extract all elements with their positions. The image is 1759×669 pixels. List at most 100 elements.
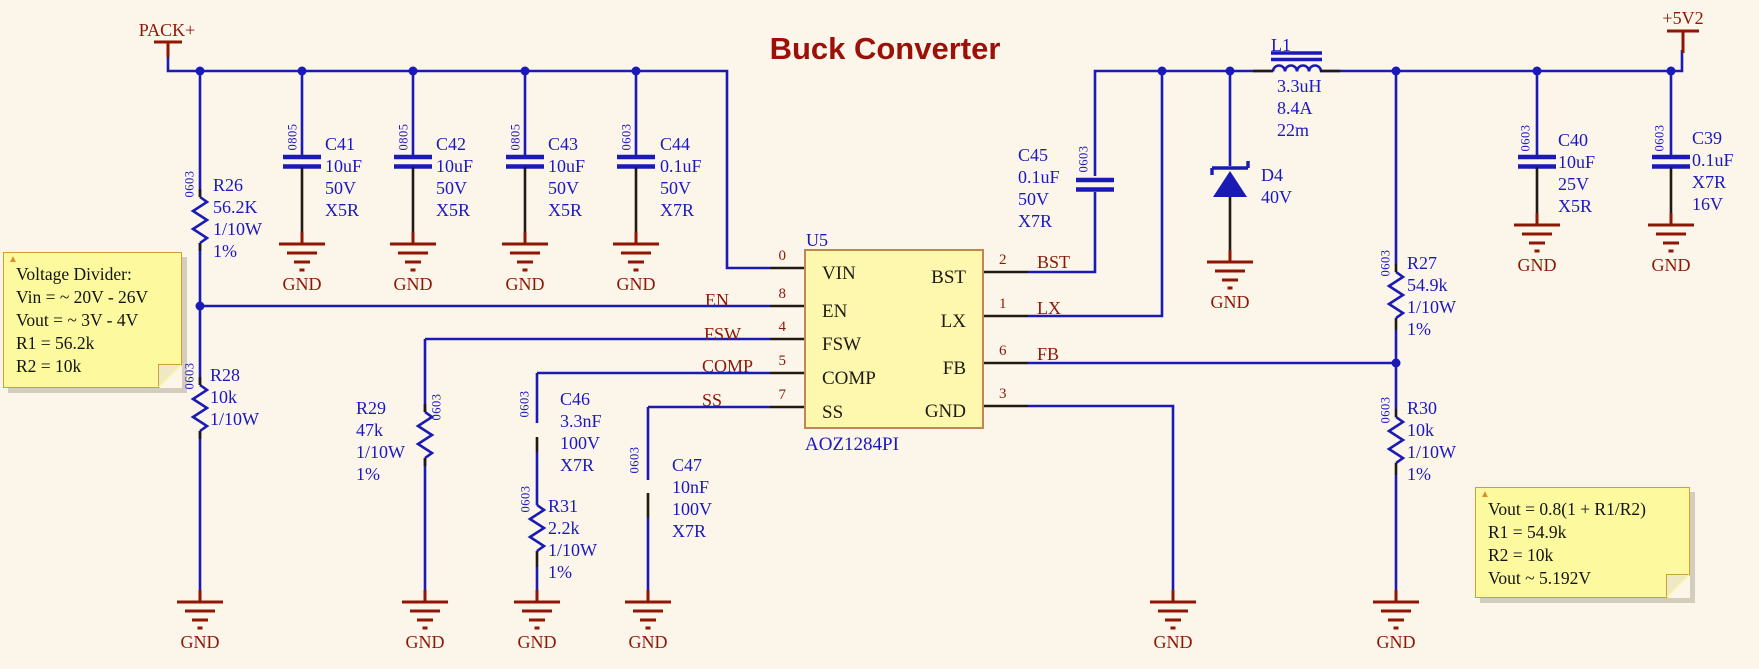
resistor-symbols (190, 195, 1406, 553)
component-label-line: X5R (1558, 196, 1593, 216)
component-label-line: 47k (356, 420, 383, 440)
component-label-line: C42 (436, 134, 467, 154)
footprint-label-r26: 0603 (182, 170, 197, 198)
junction-dots (195, 66, 1676, 368)
footprint-label-r28: 0603 (182, 362, 197, 390)
gnd-label: GND (517, 632, 557, 652)
component-label-line: 50V (1018, 189, 1049, 209)
note-line: Vout = 0.8(1 + R1/R2) (1488, 499, 1646, 519)
pin-number-8: 8 (778, 286, 787, 302)
component-label-line: 0.1uF (1692, 150, 1734, 170)
note-line: Vout ~ 5.192V (1488, 568, 1591, 588)
pin-name-right-lx: LX (940, 311, 966, 332)
component-label-line: 1/10W (548, 540, 597, 560)
pin-name-vin: VIN (822, 263, 856, 284)
net-label-fb: FB (1037, 344, 1060, 364)
net-label-fsw: FSW (704, 324, 742, 344)
component-label-line: R27 (1407, 253, 1438, 273)
component-label-line: D4 (1261, 165, 1283, 185)
component-label-line: 50V (436, 178, 467, 198)
component-label-line: 1% (356, 464, 380, 484)
component-label-line: X5R (325, 200, 360, 220)
component-label-line: R30 (1407, 398, 1438, 418)
footprint-label-r31: 0603 (518, 485, 533, 513)
component-label-line: 10uF (1558, 152, 1596, 172)
component-label-line: R31 (548, 496, 579, 516)
component-label-line: 10k (1407, 420, 1434, 440)
component-label-line: C39 (1692, 128, 1723, 148)
gnd-label: GND (628, 632, 668, 652)
component-label-line: 1/10W (356, 442, 405, 462)
component-label-l1-ref: L1 (1271, 34, 1291, 56)
net-label-comp: COMP (702, 356, 754, 376)
footprint-label-c47: 0603 (627, 446, 642, 474)
pin-name-fsw: FSW (822, 334, 862, 355)
component-label-line: 40V (1261, 187, 1292, 207)
component-label-line: 22m (1277, 120, 1310, 140)
component-label-line: X5R (436, 200, 471, 220)
power-port-symbols (154, 29, 1699, 57)
gnd-label: GND (405, 632, 445, 652)
pin-number-7: 7 (778, 387, 787, 403)
component-label-line: 50V (660, 178, 691, 198)
component-label-line: 56.2K (213, 197, 258, 217)
component-label-line: R29 (356, 398, 387, 418)
component-label-line: C44 (660, 134, 691, 154)
footprint-label-r30: 0603 (1378, 396, 1393, 424)
component-label-line: 25V (1558, 174, 1589, 194)
component-label-line: 10nF (672, 477, 710, 497)
note-line: R1 = 54.9k (1488, 522, 1567, 542)
pin-name-ss: SS (822, 402, 844, 423)
net-label-ss: SS (702, 390, 723, 410)
gnd-label: GND (1376, 632, 1416, 652)
component-label-line: 0.1uF (660, 156, 702, 176)
note-line: R2 = 10k (16, 356, 82, 376)
component-label-line: 16V (1692, 194, 1723, 214)
pin-number-2: 2 (999, 252, 1007, 268)
component-label-line: 1/10W (1407, 297, 1456, 317)
pin-number-6: 6 (999, 343, 1007, 359)
component-label-line: 3.3nF (560, 411, 602, 431)
component-label-line: 1% (1407, 464, 1431, 484)
footprint-label-c42: 0805 (396, 123, 411, 151)
gnd-label: GND (1651, 255, 1691, 275)
footprint-label-c40: 0603 (1518, 124, 1533, 152)
pin-number-1: 1 (999, 296, 1007, 312)
footprint-label-c41: 0805 (285, 123, 300, 151)
gnd-symbols (177, 213, 1694, 630)
component-label-line: L1 (1271, 35, 1291, 55)
gnd-label: GND (1517, 255, 1557, 275)
component-label-line: 1/10W (210, 409, 259, 429)
component-label-line: 10uF (325, 156, 363, 176)
component-label-line: R28 (210, 365, 241, 385)
component-label-line: C41 (325, 134, 356, 154)
net-label-en: EN (705, 290, 729, 310)
component-label-line: C45 (1018, 145, 1049, 165)
footprint-label-c44: 0603 (619, 123, 634, 151)
pin-number-0: 0 (778, 248, 787, 264)
pin-name-en: EN (822, 301, 848, 322)
component-label-line: 10k (210, 387, 237, 407)
component-label-line: 100V (672, 499, 712, 519)
pin-number-5: 5 (778, 353, 787, 369)
component-label-line: X5R (548, 200, 583, 220)
component-label-line: C47 (672, 455, 703, 475)
pin-name-right-gnd: GND (924, 401, 966, 422)
pin-number-3: 3 (999, 386, 1007, 402)
capacitor-symbols (283, 154, 1690, 192)
component-label-line: 1/10W (213, 219, 262, 239)
net-label-bst: BST (1037, 252, 1071, 272)
component-label-line: 1/10W (1407, 442, 1456, 462)
gnd-label: GND (180, 632, 220, 652)
